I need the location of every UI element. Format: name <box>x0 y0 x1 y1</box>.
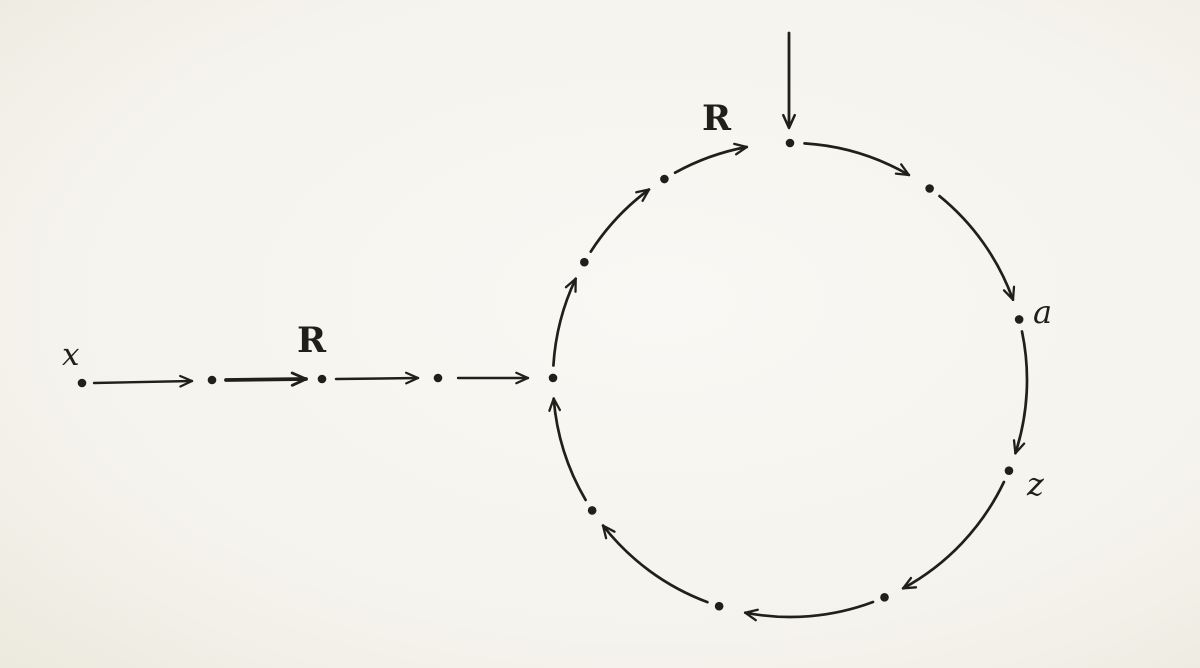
label-z: z <box>1027 465 1044 503</box>
label-a: a <box>1033 293 1053 331</box>
label-x: x <box>62 337 80 373</box>
label-r-cycle: R <box>702 98 732 139</box>
label-r-tail: R <box>297 320 327 361</box>
